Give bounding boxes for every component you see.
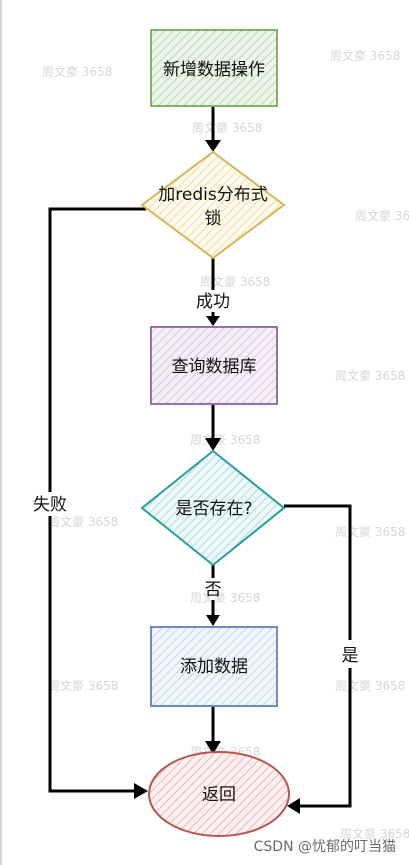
arrow-fail-path-bottom [48, 516, 136, 793]
node-label: 新增数据操作 [163, 60, 265, 80]
edge-label-yes: 是 [342, 646, 359, 666]
arrowhead [287, 798, 300, 814]
node-insert-data: 添加数据 [150, 626, 278, 707]
watermark-text: 周文豪 3658 [48, 678, 118, 693]
edge-label-success: 成功 [196, 292, 230, 312]
edge-label-failure: 失败 [33, 495, 67, 515]
arrow-yes-path-bottom [298, 668, 352, 808]
arrow-yes-path-top [284, 504, 352, 640]
process-box [150, 326, 278, 405]
arrowhead [205, 438, 221, 451]
process-box [150, 626, 278, 707]
node-query-db: 查询数据库 [150, 326, 278, 405]
watermark-text: 周文豪 3658 [192, 120, 262, 135]
node-label-line1: 加redis分布式 [158, 185, 267, 205]
watermark-text: 周文豪 3658 [335, 524, 405, 539]
watermark-text: 周文豪 3658 [335, 368, 405, 383]
credit-text: CSDN @忧郁的叮当猫 [254, 839, 396, 855]
watermark-text: 周文豪 3658 [190, 590, 260, 605]
arrowhead [205, 741, 221, 754]
arrow-fail-path-top [48, 207, 146, 492]
watermark-text: 周文豪 3658 [42, 64, 112, 79]
left-edge-rule [0, 0, 2, 865]
connectors [48, 106, 352, 814]
watermark-text: 周文豪 3658 [330, 48, 400, 63]
node-label: 是否存在? [175, 499, 252, 519]
arrowhead [134, 783, 148, 799]
watermark-text: 周文豪 3658 [335, 678, 405, 693]
watermark-text: 周文豪 3658 [48, 514, 118, 529]
node-label: 查询数据库 [172, 357, 257, 377]
node-label: 返回 [202, 785, 236, 805]
arrowhead [206, 615, 220, 626]
process-box [150, 29, 278, 107]
node-add-data: 新增数据操作 [150, 29, 278, 107]
watermark-text: 周文豪 3658 [340, 826, 409, 841]
arrowhead [205, 140, 221, 152]
edge-label-no: 否 [205, 580, 222, 600]
arrowhead [206, 316, 220, 326]
node-return: 返回 [148, 751, 290, 837]
terminal-ellipse [148, 751, 290, 837]
watermark-text: 周文豪 3658 [355, 208, 409, 223]
node-redis-lock: 加redis分布式 锁 [140, 150, 286, 260]
node-exists-check: 是否存在? [140, 449, 286, 567]
decision-diamond [140, 150, 286, 260]
watermark-text: 周文豪 3658 [200, 274, 270, 289]
node-label-line2: 锁 [205, 209, 222, 229]
decision-diamond [140, 449, 286, 567]
node-label: 添加数据 [180, 657, 248, 677]
watermark-text: 周文豪 3658 [190, 432, 260, 447]
